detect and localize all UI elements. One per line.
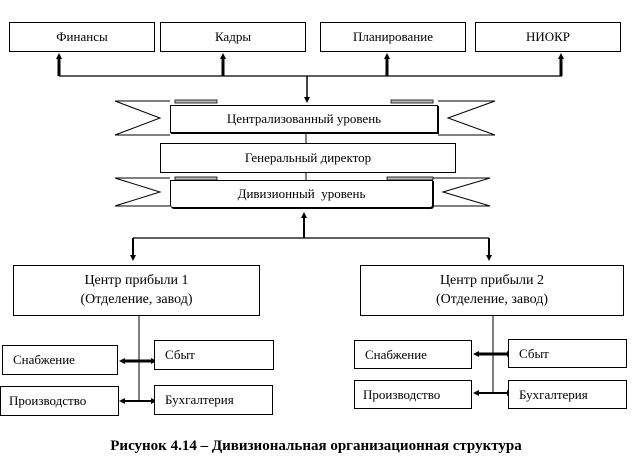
general-director-box: Генеральный директор — [160, 143, 456, 173]
central-level-banner: Централизованный уровень — [170, 105, 438, 133]
c1-production-label: Производство — [9, 393, 87, 409]
divisional-level-banner: Дивизионный уровень — [170, 180, 433, 208]
c2-sales-box: Сбыт — [508, 339, 627, 368]
c1-supply-box: Снабжение — [2, 345, 118, 375]
c2-supply-label: Снабжение — [365, 346, 427, 362]
planning-box: Планирование — [320, 22, 466, 52]
ribbon-fold-left-central — [174, 99, 218, 104]
profit-center-1-box: Центр прибыли 1 (Отделение, завод) — [13, 265, 260, 316]
c1-production-box: Производство — [0, 386, 119, 416]
personnel-box: Кадры — [160, 22, 306, 52]
ribbon-left-central — [114, 100, 170, 136]
profit-center-2-title: Центр прибыли 2 — [439, 272, 545, 288]
ribbon-fold-right-central — [390, 99, 434, 104]
c2-production-box: Производство — [354, 380, 472, 409]
c1-accounting-label: Бухгалтерия — [165, 392, 234, 408]
ribbon-right-central — [438, 100, 496, 136]
c2-production-label: Производство — [363, 386, 441, 402]
c1-sales-box: Сбыт — [154, 340, 274, 370]
rnd-label: НИОКР — [525, 29, 571, 45]
personnel-label: Кадры — [214, 29, 252, 45]
general-director-label: Генеральный директор — [244, 150, 372, 166]
c1-accounting-box: Бухгалтерия — [154, 385, 273, 415]
ribbon-left-divisional — [114, 177, 170, 207]
profit-center-2-subtitle: (Отделение, завод) — [435, 291, 549, 307]
ribbon-right-divisional — [433, 177, 491, 207]
c1-supply-label: Снабжение — [13, 352, 75, 368]
finance-label: Финансы — [56, 29, 108, 45]
c2-supply-box: Снабжение — [354, 340, 472, 369]
profit-center-1-title: Центр прибыли 1 — [84, 272, 189, 288]
finance-box: Финансы — [9, 22, 155, 52]
c2-accounting-label: Бухгалтерия — [519, 386, 588, 402]
c1-sales-label: Сбыт — [165, 347, 195, 363]
planning-label: Планирование — [353, 29, 433, 45]
central-level-label: Централизованный уровень — [226, 111, 382, 127]
c2-sales-label: Сбыт — [519, 345, 549, 361]
profit-center-2-box: Центр прибыли 2 (Отделение, завод) — [360, 265, 624, 316]
figure-caption: Рисунок 4.14 – Дивизиональная организаци… — [110, 438, 522, 454]
profit-center-1-subtitle: (Отделение, завод) — [80, 291, 193, 307]
divisional-level-label: Дивизионный уровень — [237, 186, 366, 202]
rnd-box: НИОКР — [475, 22, 621, 52]
c2-accounting-box: Бухгалтерия — [508, 380, 627, 409]
